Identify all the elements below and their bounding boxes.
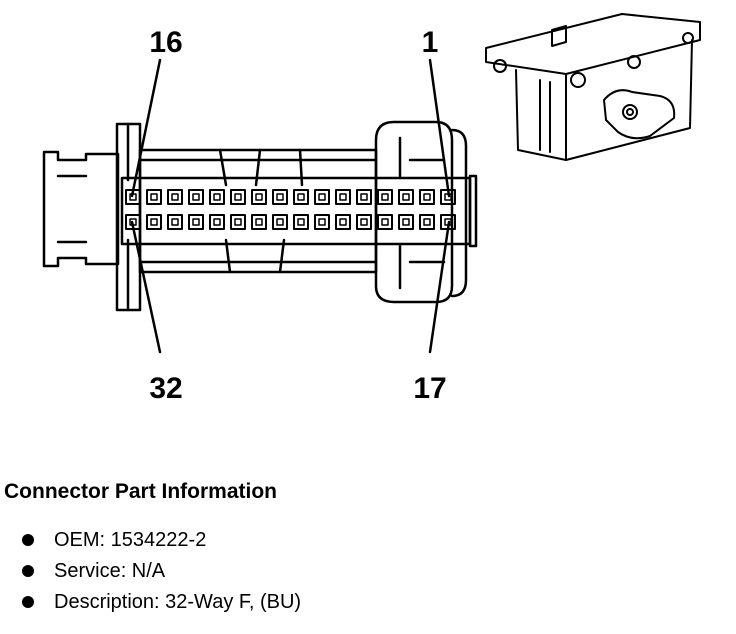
pin-cavity-23	[314, 214, 330, 230]
info-item-text: Description: 32-Way F, (BU)	[54, 591, 302, 613]
pin-cavity-28	[209, 214, 225, 230]
pin-cavity-22	[335, 214, 351, 230]
info-item-text: Service: N/A	[54, 560, 166, 582]
pin-cavity-2	[419, 189, 435, 205]
pin-cavity-8	[293, 189, 309, 205]
info-item-description: Description: 32-Way F, (BU)	[22, 592, 301, 612]
pin-label-32: 32	[149, 372, 182, 405]
pin-cavity-inner-10	[255, 193, 263, 201]
pin-cavity-19	[398, 214, 414, 230]
pin-cavity-inner-14	[171, 193, 179, 201]
pin-cavity-inner-30	[171, 218, 179, 226]
pin-cavity-inner-7	[318, 193, 326, 201]
pin-cavity-20	[377, 214, 393, 230]
connector-3d-illustration	[485, 13, 701, 161]
pin-cavity-grid	[125, 189, 456, 230]
pin-cavity-inner-9	[276, 193, 284, 201]
pin-cavity-3	[398, 189, 414, 205]
pin-cavity-inner-5	[360, 193, 368, 201]
pin-cavity-7	[314, 189, 330, 205]
pin-cavity-13	[188, 189, 204, 205]
pin-cavity-25	[272, 214, 288, 230]
info-item-oem: OEM: 1534222-2	[22, 530, 301, 550]
connector-body	[120, 148, 472, 274]
connector-collar	[374, 120, 478, 304]
section-heading: Connector Part Information	[4, 480, 278, 503]
info-item-text: OEM: 1534222-2	[54, 529, 207, 551]
pin-cavity-inner-18	[423, 218, 431, 226]
pin-cavity-inner-11	[234, 193, 242, 201]
pin-label-16: 16	[149, 26, 182, 59]
pin-cavity-inner-4	[381, 193, 389, 201]
pin-cavity-9	[272, 189, 288, 205]
pin-cavity-inner-29	[192, 218, 200, 226]
pin-cavity-inner-22	[339, 218, 347, 226]
leader-line-pin-1	[428, 58, 451, 198]
pin-cavity-inner-26	[255, 218, 263, 226]
info-item-service: Service: N/A	[22, 561, 301, 581]
pin-cavity-inner-23	[318, 218, 326, 226]
leader-line-pin-16	[130, 58, 162, 198]
pin-cavity-24	[293, 214, 309, 230]
pin-cavity-6	[335, 189, 351, 205]
pin-cavity-inner-24	[297, 218, 305, 226]
pin-cavity-5	[356, 189, 372, 205]
bullet-icon	[22, 596, 34, 608]
pin-cavity-inner-19	[402, 218, 410, 226]
pin-label-17: 17	[413, 372, 446, 405]
pin-cavity-inner-21	[360, 218, 368, 226]
pin-cavity-inner-13	[192, 193, 200, 201]
pin-cavity-inner-28	[213, 218, 221, 226]
pin-cavity-inner-15	[150, 193, 158, 201]
pin-cavity-inner-25	[276, 218, 284, 226]
bullet-icon	[22, 565, 34, 577]
pin-cavity-11	[230, 189, 246, 205]
pin-cavity-4	[377, 189, 393, 205]
pin-cavity-10	[251, 189, 267, 205]
pin-cavity-inner-20	[381, 218, 389, 226]
pin-cavity-inner-8	[297, 193, 305, 201]
pin-cavity-21	[356, 214, 372, 230]
pin-cavity-18	[419, 214, 435, 230]
connector-latch	[42, 150, 120, 268]
pin-cavity-12	[209, 189, 225, 205]
leader-line-pin-32	[130, 220, 162, 354]
pin-cavity-inner-6	[339, 193, 347, 201]
connector-info-list: OEM: 1534222-2 Service: N/A Description:…	[22, 530, 301, 623]
pin-cavity-inner-3	[402, 193, 410, 201]
pin-cavity-31	[146, 214, 162, 230]
pin-cavity-inner-31	[150, 218, 158, 226]
leader-lines	[130, 58, 451, 354]
pin-cavity-26	[251, 214, 267, 230]
pin-label-1: 1	[422, 26, 439, 59]
pin-cavity-inner-12	[213, 193, 221, 201]
pin-cavity-inner-27	[234, 218, 242, 226]
pin-cavity-29	[188, 214, 204, 230]
leader-line-pin-17	[428, 220, 451, 354]
pin-cavity-27	[230, 214, 246, 230]
pin-cavity-inner-2	[423, 193, 431, 201]
connector-diagram: 16 1 32 17	[42, 13, 701, 405]
connector-flange	[115, 122, 142, 312]
pin-cavity-15	[146, 189, 162, 205]
pin-cavity-14	[167, 189, 183, 205]
bullet-icon	[22, 534, 34, 546]
pin-cavity-30	[167, 214, 183, 230]
